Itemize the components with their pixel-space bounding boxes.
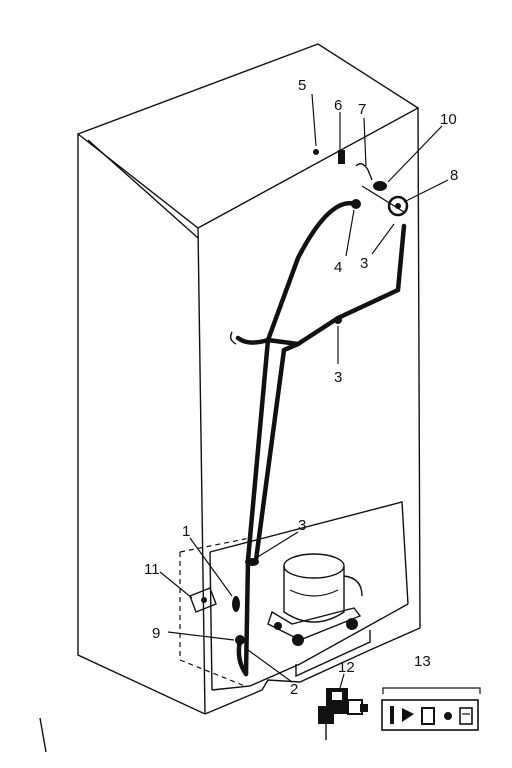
part-6-clip [338,150,345,164]
leader-9 [167,631,235,641]
base-rail [295,630,371,678]
scan-mark [39,717,47,753]
valve-inlet [318,706,334,724]
leader-11 [159,571,193,599]
leader-2 [247,649,293,683]
callout-1: 1 [182,523,190,540]
suction-line [243,200,359,677]
callout-10: 10 [440,111,457,128]
callout-7: 7 [358,101,366,118]
leader-12 [339,673,345,689]
part-11-bracket [189,587,217,613]
callout-13: 13 [414,653,431,670]
valve-outlet [360,704,368,712]
compressor [267,553,363,646]
callout-5: 5 [298,77,306,94]
machine-compartment [179,501,409,691]
cabinet-front-edge [197,227,206,715]
callout-4: 4 [334,259,342,276]
fitting-4 [351,199,361,209]
tubing [229,185,407,677]
compartment-left-wall [209,551,213,691]
fitting-3-mid [334,316,342,324]
bracket-11-hole [201,597,207,603]
compartment-floor [211,603,409,691]
fitting-8 [387,195,409,217]
panel-terminal-5 [459,707,473,725]
panel-13-frame [381,699,479,731]
tube-end-left [229,331,237,345]
fitting-10 [373,181,387,191]
leader-4 [345,209,355,257]
leader-lines [159,93,449,689]
part-12-water-valve [318,688,368,740]
part-9-drier [235,635,245,645]
compressor-seam [289,589,339,597]
callout-9: 9 [152,625,160,642]
bracket-11-face [189,587,217,613]
leader-7 [363,117,367,167]
leader-5 [311,93,317,147]
compressor-body [283,566,345,623]
callout-2: 2 [290,681,298,698]
compressor-top [283,553,345,579]
cabinet-left-side [77,134,206,715]
leader-3a [371,223,395,255]
leader-10 [387,125,443,183]
leader-3c [255,531,299,559]
callout-6: 6 [334,97,342,114]
cabinet-top-face [76,43,420,229]
callout-12: 12 [338,659,355,676]
compartment-back-wall [209,501,409,605]
valve-coil [347,699,363,715]
cabinet-back-edge [417,107,421,629]
capillary-line [235,223,407,347]
panel-terminal-3 [421,707,435,725]
compartment-hidden-top [179,537,251,553]
compressor-base-plate [267,607,362,641]
fittings [189,149,409,645]
fitting-3-lower [245,558,259,566]
callout-3-middle: 3 [334,369,342,386]
cabinet-bottom-edge [204,627,421,715]
cabinet-top-inner-edge [87,139,199,239]
grommet-front [292,634,304,646]
panel-terminal-2 [402,708,414,722]
leader-1 [189,537,233,597]
callout-8: 8 [450,167,458,184]
valve-window [332,692,342,700]
compartment-hidden-side [179,552,246,687]
compressor-tube [343,575,363,597]
panel-13-bracket [382,687,481,694]
part-1-relay [232,596,240,612]
callout-labels: 5 6 7 10 8 4 3 3 3 1 11 9 2 12 13 [144,77,458,698]
grommet-left [274,622,282,630]
leader-8 [403,179,449,203]
part-7-clamp [355,163,373,181]
callout-11: 11 [144,561,160,578]
fitting-8-core [395,203,401,209]
grommet-right [346,618,358,630]
panel-terminal-4 [444,712,452,720]
part-5-screw [313,149,319,155]
callout-3-lower: 3 [298,517,306,534]
panel-terminal-1 [390,706,394,724]
part-13-terminal-panel [381,687,481,731]
callout-3-upper: 3 [360,255,368,272]
discharge-line [253,341,301,563]
